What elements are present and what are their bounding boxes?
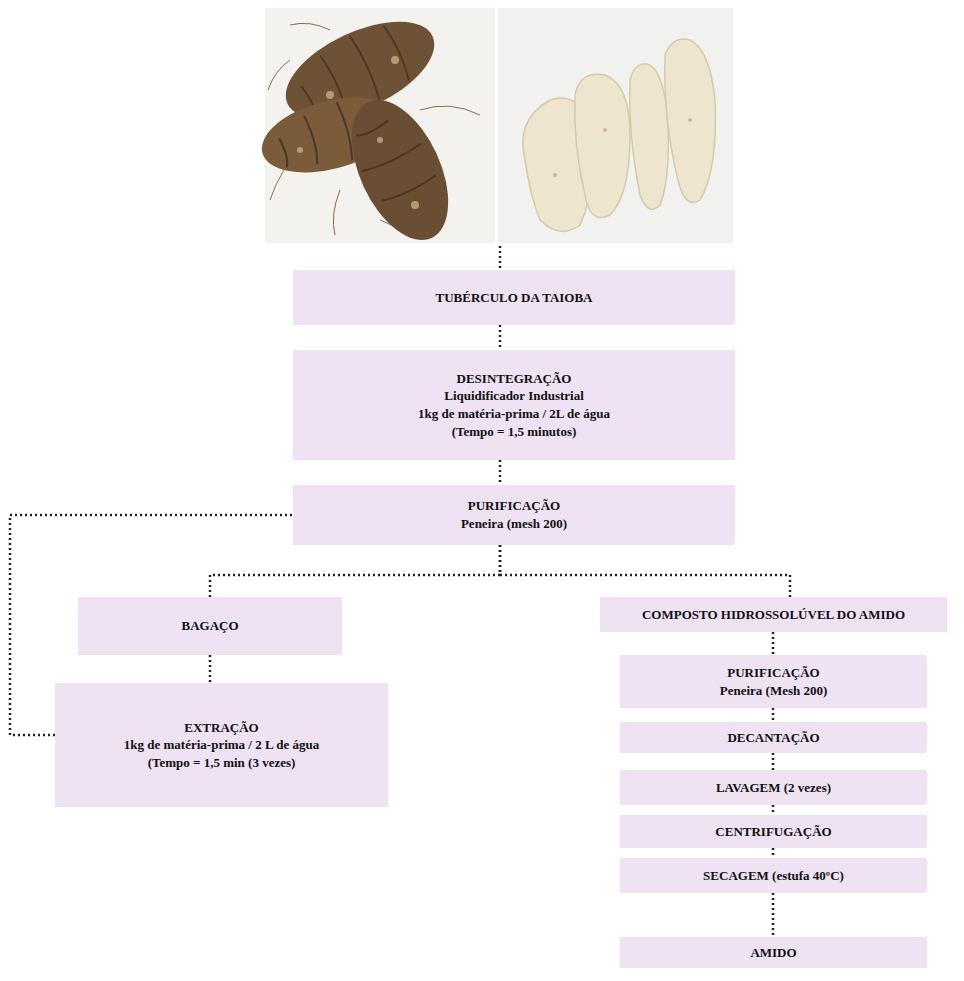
dotted-connector (772, 848, 775, 858)
step-title: COMPOSTO HIDROSSOLÚVEL DO AMIDO (642, 606, 905, 624)
dotted-connector (499, 460, 502, 485)
step-detail: (Tempo = 1,5 min (3 vezes) (148, 754, 296, 772)
process-box: DECANTAÇÃO (620, 722, 927, 753)
peeled-tuber-photo (498, 8, 733, 243)
step-title: DECANTAÇÃO (727, 729, 819, 747)
photo-link-line (499, 246, 502, 268)
process-box: COMPOSTO HIDROSSOLÚVEL DO AMIDO (600, 597, 947, 632)
step-detail: 1kg de matéria-prima / 2L de água (418, 405, 610, 423)
raw-tuber-photo (254, 2, 495, 255)
dotted-connector (209, 655, 212, 683)
step-title: PURIFICAÇÃO (468, 497, 560, 515)
step-title: DESINTEGRAÇÃO (457, 370, 572, 388)
step-title: BAGAÇO (181, 617, 238, 635)
dotted-connector (772, 708, 775, 722)
dotted-connector (500, 545, 790, 597)
step-title: AMIDO (750, 944, 796, 962)
step-detail: Liquidificador Industrial (444, 387, 584, 405)
dotted-connector (772, 805, 775, 815)
process-box: BAGAÇO (78, 597, 342, 655)
process-box: DESINTEGRAÇÃOLiquidificador Industrial1k… (293, 350, 735, 460)
dotted-connector (772, 632, 775, 655)
step-title: SECAGEM (estufa 40ºC) (703, 867, 844, 885)
step-title: CENTRIFUGAÇÃO (715, 823, 831, 841)
process-box: PURIFICAÇÃOPeneira (mesh 200) (293, 485, 735, 545)
dotted-connector (499, 325, 502, 350)
process-box: CENTRIFUGAÇÃO (620, 815, 927, 848)
step-title: LAVAGEM (2 vezes) (716, 779, 831, 797)
step-detail: (Tempo = 1,5 minutos) (452, 423, 577, 441)
step-title: PURIFICAÇÃO (727, 664, 819, 682)
dotted-connector (772, 753, 775, 770)
dotted-connector (210, 545, 500, 597)
process-box: AMIDO (620, 937, 927, 968)
step-detail: Peneira (mesh 200) (461, 515, 567, 533)
process-box: PURIFICAÇÃOPeneira (Mesh 200) (620, 655, 927, 708)
step-detail: Peneira (Mesh 200) (720, 682, 828, 700)
step-title: TUBÉRCULO DA TAIOBA (436, 289, 593, 307)
process-box: LAVAGEM (2 vezes) (620, 770, 927, 805)
process-box: TUBÉRCULO DA TAIOBA (293, 270, 735, 325)
step-detail: 1kg de matéria-prima / 2 L de água (124, 736, 319, 754)
step-title: EXTRAÇÃO (184, 719, 258, 737)
dotted-connector (772, 893, 775, 937)
process-box: EXTRAÇÃO1kg de matéria-prima / 2 L de ág… (55, 683, 388, 807)
process-box: SECAGEM (estufa 40ºC) (620, 858, 927, 893)
